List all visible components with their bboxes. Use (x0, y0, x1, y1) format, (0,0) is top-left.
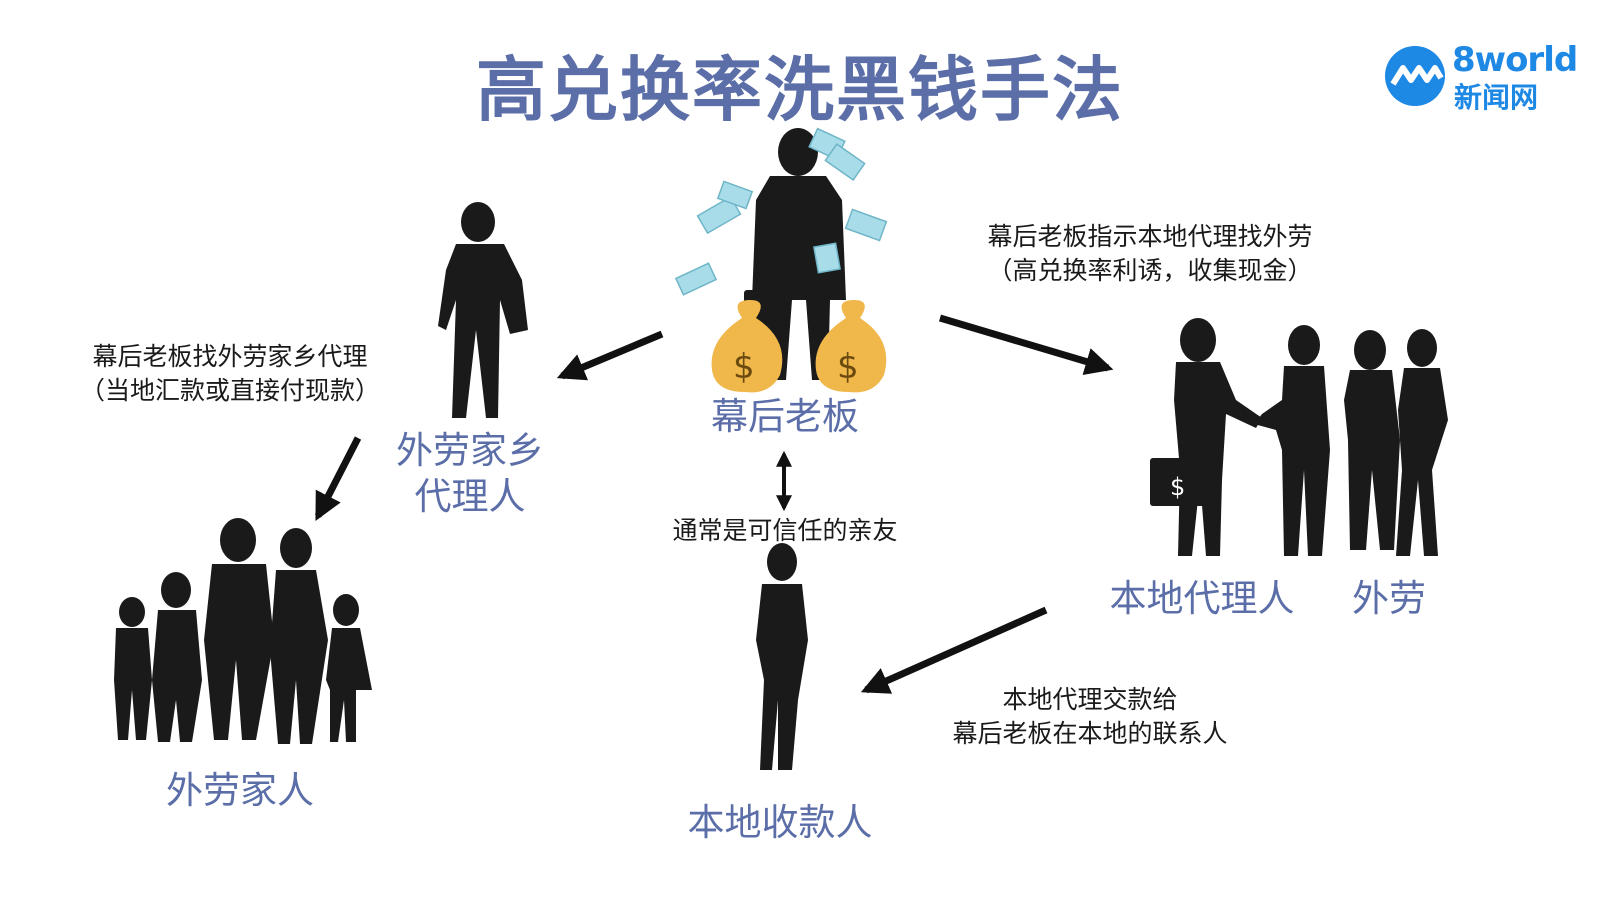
role-home-agent-line1: 外劳家乡 (396, 429, 544, 472)
money-bag-icon: $ (815, 300, 887, 393)
worker-silhouette (1254, 325, 1448, 556)
arrow-boss-to-local-agent (939, 314, 1114, 376)
page-title: 高兑换率洗黑钱手法 (476, 49, 1124, 131)
role-worker: 外劳 (1352, 577, 1426, 620)
logo-sub: 新闻网 (1454, 81, 1539, 114)
note-boss-to-local-line1: 幕后老板指示本地代理找外劳 (987, 222, 1313, 251)
role-home-agent-line2: 代理人 (414, 475, 526, 518)
role-boss: 幕后老板 (711, 395, 859, 438)
note-local-to-receiver-line1: 本地代理交款给 (1002, 685, 1178, 714)
family-silhouette (114, 518, 372, 744)
arrow-boss-to-home-agent (556, 330, 664, 381)
note-boss-to-home-line2: （当地汇款或直接付现款） (79, 376, 380, 405)
cash-bills-icon (674, 127, 888, 296)
money-bag-icon: $ (711, 300, 783, 393)
svg-text:$: $ (837, 347, 859, 387)
local-agent-silhouette: $ (1150, 318, 1262, 556)
role-local-agent: 本地代理人 (1109, 577, 1295, 620)
note-boss-to-home-line1: 幕后老板找外劳家乡代理 (92, 342, 368, 371)
arrow-home-agent-to-family (314, 436, 362, 521)
note-local-to-receiver-line2: 幕后老板在本地的联系人 (952, 719, 1228, 748)
role-local-receiver: 本地收款人 (687, 801, 873, 844)
arrow-local-agent-to-receiver (860, 606, 1048, 694)
svg-text:$: $ (1170, 473, 1185, 501)
logo-brand: 8world (1452, 40, 1578, 80)
home-agent-silhouette (438, 202, 528, 418)
note-trusted: 通常是可信任的亲友 (672, 516, 898, 545)
local-receiver-silhouette (756, 543, 808, 770)
svg-text:$: $ (733, 347, 755, 387)
logo-icon (1385, 46, 1445, 106)
note-boss-to-local-line2: （高兑换率利诱，收集现金） (987, 256, 1313, 285)
role-family: 外劳家人 (166, 769, 314, 812)
